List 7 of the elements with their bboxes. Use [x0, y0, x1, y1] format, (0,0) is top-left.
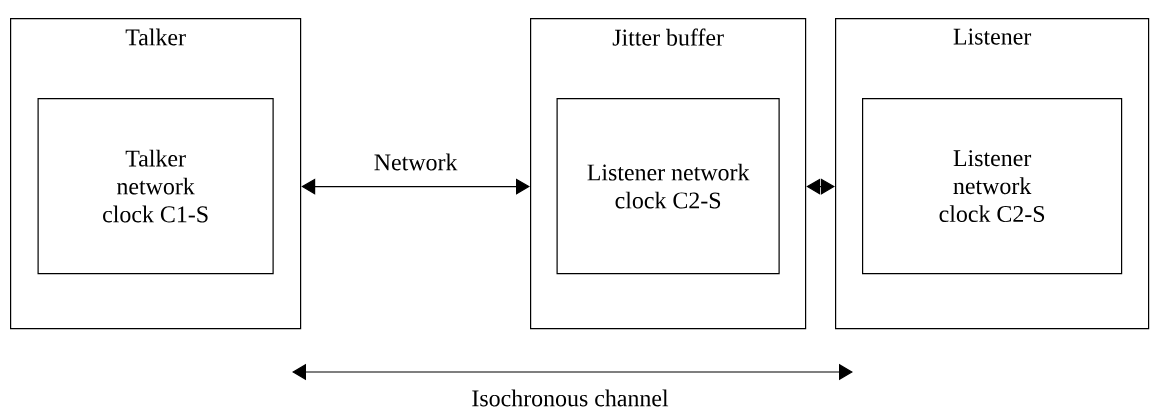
edge-label: Network — [374, 153, 458, 171]
arrow — [806, 178, 835, 195]
clock-box: Listener network clock C2-S — [556, 98, 780, 275]
clock-box: Listener network clock C2-S — [862, 98, 1123, 275]
arrow — [301, 178, 530, 195]
clock-box: Talker network clock C1-S — [37, 98, 274, 275]
channel-label: Isochronous channel — [472, 389, 669, 407]
